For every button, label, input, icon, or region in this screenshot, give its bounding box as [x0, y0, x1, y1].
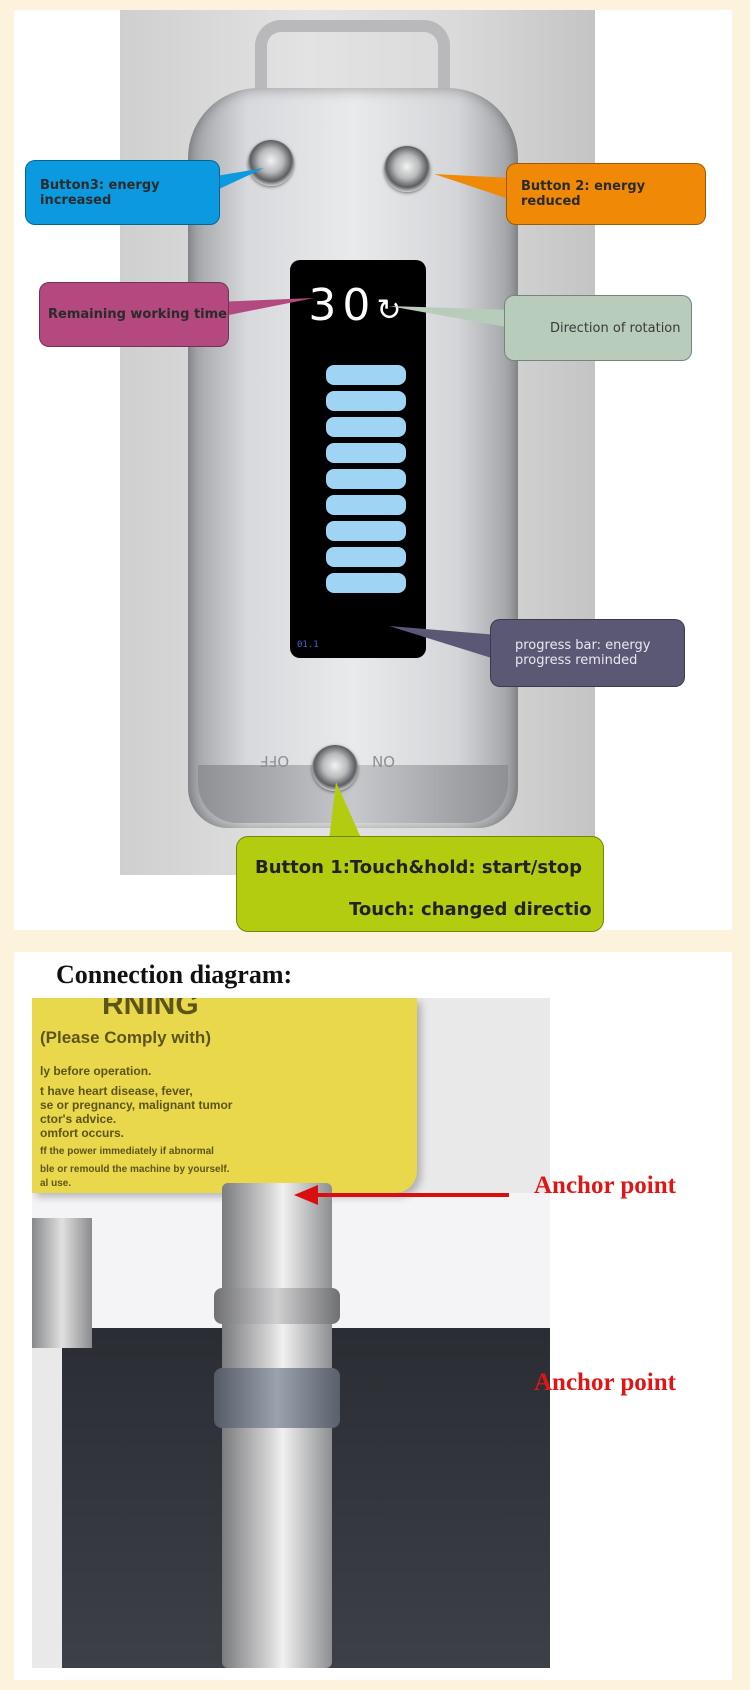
- sign-line-5: ctor's advice.: [40, 1112, 117, 1126]
- warning-sign: RNING (Please Comply with) ly before ope…: [32, 998, 417, 1193]
- remaining-time-pointer: [214, 298, 314, 318]
- progress-bar-callout-text: progress bar: energy progress reminded: [515, 638, 651, 668]
- remaining-time-value: 30: [308, 280, 377, 331]
- sign-line-2: ly before operation.: [40, 1064, 152, 1078]
- sign-line-9: al use.: [40, 1178, 72, 1189]
- button2-callout: Button 2: energy reduced: [506, 163, 706, 225]
- progress-bar-callout: progress bar: energy progress reminded: [490, 619, 685, 687]
- button2-knob: [384, 146, 430, 192]
- device-annotation-panel: OFF ON 30↻ 01.1 Button3: energy increase…: [14, 10, 732, 932]
- energy-level-bar: [326, 573, 406, 593]
- energy-level-bar: [326, 469, 406, 489]
- sign-line-3: t have heart disease, fever,: [40, 1084, 193, 1098]
- connection-photo: RNING (Please Comply with) ly before ope…: [32, 998, 550, 1668]
- sign-line-8: ble or remould the machine by yourself.: [40, 1164, 230, 1175]
- button3-callout-text: Button3: energy increased: [40, 177, 160, 208]
- connection-diagram-title: Connection diagram:: [56, 960, 293, 989]
- screen-small-text: 01.1: [297, 640, 319, 650]
- connector-grip-ring: [214, 1368, 340, 1428]
- callout-pointers: [204, 168, 512, 840]
- energy-level-bar: [326, 443, 406, 463]
- energy-level-bar: [326, 495, 406, 515]
- button1-knob: [312, 745, 358, 791]
- anchor-arrow-head: [294, 1185, 318, 1205]
- sign-line-4: se or pregnancy, malignant tumor: [40, 1098, 233, 1112]
- anchor-point-label-upper: Anchor point: [534, 1172, 676, 1199]
- button3-callout: Button3: energy increased: [25, 160, 220, 225]
- device-screen: 30↻ 01.1: [290, 260, 426, 658]
- sign-line-7: ff the power immediately if abnormal: [40, 1146, 214, 1157]
- sign-line-6: omfort occurs.: [40, 1126, 125, 1140]
- energy-level-bar: [326, 521, 406, 541]
- button1-callout: Button 1:Touch&hold: start/stop Touch: c…: [236, 836, 604, 932]
- anchor-point-label-lower: Anchor point: [534, 1369, 676, 1396]
- remaining-time-readout: 30↻: [290, 280, 426, 331]
- sign-line-1: (Please Comply with): [40, 1028, 211, 1047]
- energy-level-bar: [326, 391, 406, 411]
- button1-callout-line2: Touch: changed directio: [349, 899, 592, 920]
- button1-callout-line1: Button 1:Touch&hold: start/stop: [255, 857, 582, 878]
- progress-bar-pointer: [389, 626, 498, 660]
- device-photo: OFF ON 30↻ 01.1: [120, 10, 595, 875]
- button1-pointer: [329, 782, 362, 840]
- energy-level-bar: [326, 365, 406, 385]
- rotation-direction-icon: ↻: [376, 293, 408, 328]
- connector-anchor-collar: [214, 1288, 340, 1324]
- connection-diagram-panel: Connection diagram: RNING (Please Comply…: [14, 952, 732, 1680]
- remaining-time-callout: Remaining working time: [39, 282, 229, 347]
- energy-level-bar: [326, 547, 406, 567]
- anchor-arrow-line: [314, 1193, 509, 1197]
- remaining-time-callout-text: Remaining working time: [48, 307, 227, 322]
- sign-line-0: RNING: [102, 998, 199, 1021]
- button2-callout-text: Button 2: energy reduced: [521, 179, 646, 209]
- direction-callout-text: Direction of rotation: [550, 320, 681, 336]
- side-connector: [32, 1218, 92, 1348]
- direction-callout: Direction of rotation: [504, 295, 692, 361]
- button3-knob: [248, 140, 294, 186]
- energy-level-bar: [326, 417, 406, 437]
- direction-pointer: [389, 306, 512, 328]
- button2-pointer: [434, 174, 512, 200]
